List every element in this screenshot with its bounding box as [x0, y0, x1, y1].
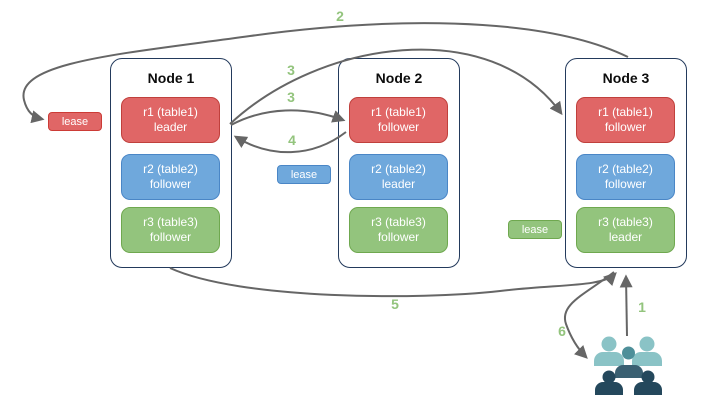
- step-label-5: 5: [391, 296, 399, 312]
- replica-role: leader: [381, 177, 416, 191]
- node-3-replica-r2: r2 (table2) follower: [576, 154, 675, 200]
- arrow-step-5: [169, 267, 617, 298]
- step-label-2: 2: [336, 8, 344, 24]
- replica-label: r1 (table1): [598, 105, 653, 119]
- lease-badge-table1: lease: [48, 112, 102, 131]
- replica-role: follower: [149, 177, 192, 191]
- replica-label: r3 (table3): [598, 215, 653, 229]
- step-label-6: 6: [558, 323, 566, 339]
- node-2-replica-r1: r1 (table1) follower: [349, 97, 448, 143]
- replica-role: follower: [604, 177, 647, 191]
- node-1-replica-r3: r3 (table3) follower: [121, 207, 220, 253]
- arrow-step-3-to-node2: [230, 109, 346, 126]
- node-3-replica-r3: r3 (table3) leader: [576, 207, 675, 253]
- replica-label: r2 (table2): [371, 162, 426, 176]
- replica-role: follower: [377, 230, 420, 244]
- lease-badge-table2: lease: [277, 165, 331, 184]
- step-label-4: 4: [288, 132, 296, 148]
- users-icon: [592, 332, 670, 398]
- replica-role: follower: [377, 120, 420, 134]
- replica-role: leader: [608, 230, 643, 244]
- node-3-title: Node 3: [602, 70, 650, 86]
- node-2-title: Node 2: [375, 70, 423, 86]
- replica-label: r2 (table2): [143, 162, 198, 176]
- node-3-replica-r1: r1 (table1) follower: [576, 97, 675, 143]
- replica-label: r2 (table2): [598, 162, 653, 176]
- users-front-row: [595, 370, 662, 395]
- step-label-3b: 3: [287, 89, 295, 105]
- step-label-1: 1: [638, 299, 646, 315]
- replica-label: r1 (table1): [143, 105, 198, 119]
- step-label-3a: 3: [287, 62, 295, 78]
- node-1-replica-r1: r1 (table1) leader: [121, 97, 220, 143]
- node-3-box: Node 3 r1 (table1) follower r2 (table2) …: [565, 58, 687, 268]
- replica-role: follower: [149, 230, 192, 244]
- replica-label: r3 (table3): [143, 215, 198, 229]
- node-2-box: Node 2 r1 (table1) follower r2 (table2) …: [338, 58, 460, 268]
- node-1-replica-r2: r2 (table2) follower: [121, 154, 220, 200]
- replica-role: leader: [153, 120, 188, 134]
- replica-label: r1 (table1): [371, 105, 426, 119]
- node-2-replica-r3: r3 (table3) follower: [349, 207, 448, 253]
- lease-badge-table3: lease: [508, 220, 562, 239]
- replica-role: follower: [604, 120, 647, 134]
- arrow-step-1: [619, 274, 633, 337]
- node-1-box: Node 1 r1 (table1) leader r2 (table2) fo…: [110, 58, 232, 268]
- node-2-replica-r2: r2 (table2) leader: [349, 154, 448, 200]
- users-middle-head: [622, 346, 635, 360]
- replica-label: r3 (table3): [371, 215, 426, 229]
- node-1-title: Node 1: [147, 70, 195, 86]
- users-middle-body: [615, 365, 643, 378]
